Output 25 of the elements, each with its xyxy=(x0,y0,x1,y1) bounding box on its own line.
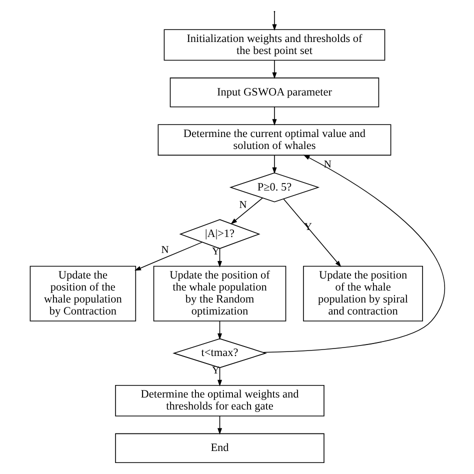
edge-label: N xyxy=(160,245,168,256)
arrow xyxy=(262,154,445,353)
arrow xyxy=(272,60,276,79)
node-box: Update the position of the whale population by Contraction xyxy=(29,266,136,322)
node-box: Input GSWOA parameter xyxy=(169,78,379,108)
node-diamond: P≥0. 5? xyxy=(228,172,320,202)
edge-label: N xyxy=(323,159,331,170)
edge-label: Y xyxy=(211,246,220,258)
node-box: End xyxy=(114,433,324,464)
arrow xyxy=(272,12,276,31)
node-box: Determine the current optimal value and solution of whales xyxy=(157,124,391,156)
node-box: Initialization weights and thresholds of the best point set xyxy=(163,29,385,61)
arrow xyxy=(217,248,222,268)
arrow xyxy=(134,242,202,271)
arrow xyxy=(272,106,276,126)
arrow xyxy=(217,367,222,386)
arrow xyxy=(217,320,222,340)
edge-label: N xyxy=(238,200,246,211)
node-box: Update the position of the whale population by the Random optimization xyxy=(152,266,286,322)
node-box: Update the position of the whale population by spiral and contraction xyxy=(302,266,422,322)
arrow xyxy=(230,198,263,224)
node-box: Determine the optimal weights and thresholds for each gate xyxy=(114,384,324,416)
arrow xyxy=(217,416,222,435)
arrow xyxy=(272,154,276,174)
arrow xyxy=(282,198,341,268)
